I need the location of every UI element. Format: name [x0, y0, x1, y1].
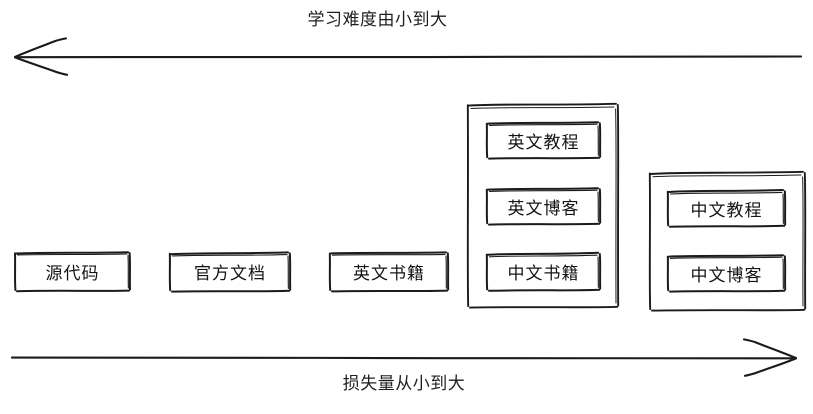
- top-axis-arrow: [13, 37, 803, 76]
- bottom-axis-label: 损失量从小到大: [342, 374, 466, 393]
- node-source-code[interactable]: 源代码: [45, 263, 100, 283]
- node-chinese-blog[interactable]: 中文博客: [690, 265, 763, 285]
- bottom-axis-arrow: [10, 338, 798, 377]
- top-axis-label: 学习难度由小到大: [307, 10, 448, 29]
- node-official-docs[interactable]: 官方文档: [194, 263, 266, 283]
- node-english-blog[interactable]: 英文博客: [507, 198, 580, 218]
- node-english-tutorial[interactable]: 英文教程: [507, 132, 580, 152]
- node-chinese-books[interactable]: 中文书籍: [507, 264, 580, 283]
- node-chinese-tutorial[interactable]: 中文教程: [690, 200, 763, 220]
- node-english-books[interactable]: 英文书籍: [353, 263, 425, 283]
